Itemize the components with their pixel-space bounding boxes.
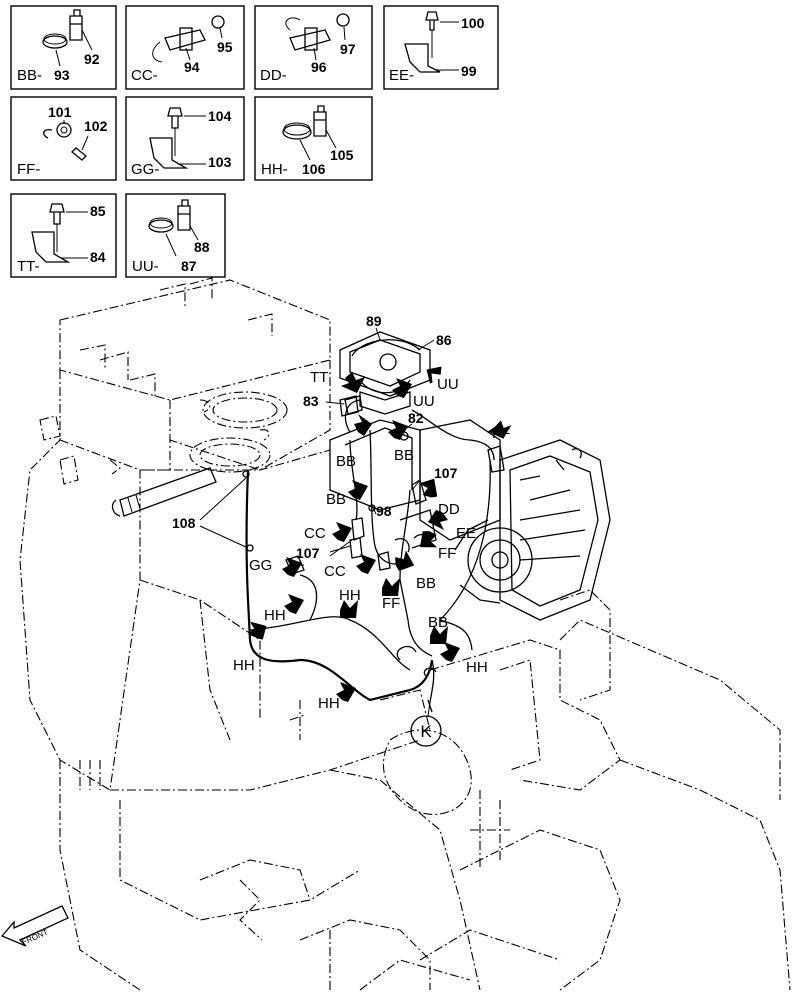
detail-box-ff: FF- 101 102 bbox=[10, 96, 117, 181]
leader-lines bbox=[199, 327, 435, 566]
box-code-ee: EE- bbox=[389, 67, 414, 84]
part-92: 92 bbox=[84, 51, 100, 67]
callout-82: 82 bbox=[408, 410, 424, 426]
part-104: 104 bbox=[208, 108, 232, 124]
box-code-tt: TT- bbox=[17, 258, 40, 275]
code-hh-5: HH bbox=[318, 695, 340, 712]
detail-box-cc: CC- 94 95 bbox=[125, 5, 245, 90]
code-gg: GG bbox=[249, 557, 272, 574]
machine-frame bbox=[19, 277, 791, 991]
code-tt: TT bbox=[310, 369, 328, 386]
callout-89: 89 bbox=[366, 313, 382, 329]
box-code-uu: UU- bbox=[132, 258, 159, 275]
code-hh-4: HH bbox=[466, 659, 488, 676]
part-100: 100 bbox=[461, 15, 485, 31]
connector-k-label: K bbox=[420, 722, 432, 741]
callout-108: 108 bbox=[172, 515, 196, 531]
code-hh-3: HH bbox=[233, 657, 255, 674]
part-105: 105 bbox=[330, 147, 354, 163]
detail-box-gg: GG- 104 103 bbox=[125, 96, 245, 181]
part-97: 97 bbox=[340, 41, 356, 57]
code-uu-1: UU bbox=[437, 376, 459, 393]
code-hh-2: HH bbox=[264, 607, 286, 624]
part-94: 94 bbox=[184, 59, 200, 75]
box-code-bb: BB- bbox=[17, 67, 42, 84]
detail-box-ee: EE- 100 99 bbox=[383, 5, 499, 90]
part-88: 88 bbox=[194, 239, 210, 255]
callout-107-lower: 107 bbox=[296, 545, 320, 561]
code-bb-1: BB bbox=[336, 453, 356, 470]
callout-86: 86 bbox=[436, 332, 452, 348]
part-95: 95 bbox=[217, 39, 233, 55]
box-code-hh: HH- bbox=[261, 161, 288, 178]
code-bb-4: BB bbox=[416, 575, 436, 592]
part-102: 102 bbox=[84, 118, 108, 134]
part-85: 85 bbox=[90, 203, 106, 219]
detail-box-dd: DD- 96 97 bbox=[254, 5, 373, 90]
callout-107-upper: 107 bbox=[434, 465, 458, 481]
part-99: 99 bbox=[461, 63, 477, 79]
box-code-dd: DD- bbox=[260, 67, 287, 84]
detail-box-bb: BB- 93 92 bbox=[10, 5, 117, 90]
wiring-harness bbox=[242, 395, 505, 713]
front-indicator: FRONT bbox=[0, 905, 69, 947]
code-bb-2: BB bbox=[394, 447, 414, 464]
detail-box-uu: UU- 87 88 bbox=[125, 193, 226, 278]
code-ff-3: FF bbox=[382, 595, 400, 612]
box-code-cc: CC- bbox=[131, 67, 158, 84]
box-code-gg: GG- bbox=[131, 161, 159, 178]
front-label: FRONT bbox=[21, 928, 50, 947]
code-ff-1: FF bbox=[492, 425, 510, 442]
code-ff-2: FF bbox=[438, 545, 456, 562]
part-106: 106 bbox=[302, 161, 326, 177]
part-103: 103 bbox=[208, 154, 232, 170]
detail-box-hh: HH- 105 106 bbox=[254, 96, 373, 181]
part-87: 87 bbox=[181, 258, 197, 274]
part-96: 96 bbox=[311, 59, 327, 75]
code-cc-1: CC bbox=[304, 525, 326, 542]
callout-arrows bbox=[248, 366, 512, 702]
box-code-ff: FF- bbox=[17, 161, 40, 178]
code-hh-1: HH bbox=[339, 587, 361, 604]
callout-83: 83 bbox=[303, 393, 319, 409]
code-ee: EE bbox=[456, 525, 476, 542]
code-uu-2: UU bbox=[413, 393, 435, 410]
part-84: 84 bbox=[90, 249, 106, 265]
engine-housing bbox=[329, 419, 611, 621]
exhaust-pipe bbox=[111, 467, 217, 517]
callout-98: 98 bbox=[376, 503, 392, 519]
code-bb-5: BB bbox=[428, 614, 448, 631]
code-bb-3: BB bbox=[326, 491, 346, 508]
code-cc-2: CC bbox=[324, 563, 346, 580]
detail-box-tt: TT- 85 84 bbox=[10, 193, 117, 278]
code-dd: DD bbox=[438, 501, 460, 518]
connector-k: K bbox=[410, 701, 442, 747]
part-101: 101 bbox=[48, 104, 72, 120]
part-93: 93 bbox=[54, 67, 70, 83]
